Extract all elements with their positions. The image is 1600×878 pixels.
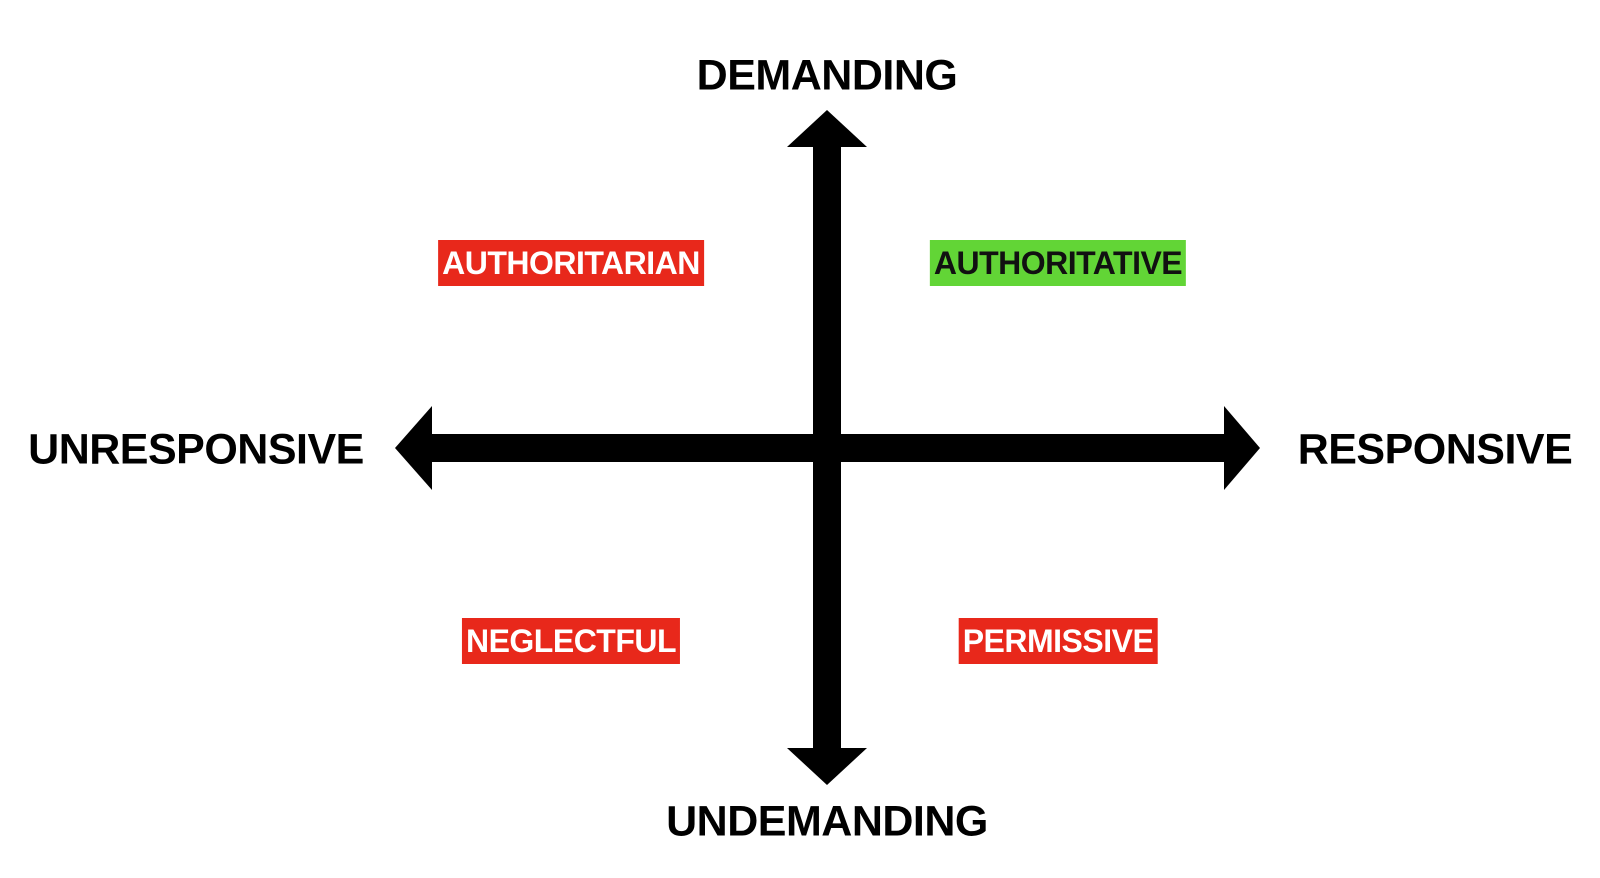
arrow-up-icon: [787, 110, 867, 147]
quadrant-badge-authoritarian: AUTHORITARIAN: [438, 240, 704, 286]
axis-label-demanding: DEMANDING: [696, 51, 958, 100]
axis-label-unresponsive: UNRESPONSIVE: [28, 425, 364, 474]
horizontal-axis-line: [428, 434, 1228, 462]
arrow-left-icon: [395, 406, 432, 490]
arrow-right-icon: [1224, 406, 1260, 490]
quadrant-badge-authoritative: AUTHORITATIVE: [929, 240, 1187, 286]
quadrant-badge-neglectful: NEGLECTFUL: [461, 618, 681, 664]
arrow-down-icon: [787, 748, 867, 785]
axis-label-undemanding: UNDEMANDING: [666, 797, 988, 846]
axis-label-responsive: RESPONSIVE: [1297, 425, 1573, 474]
quadrant-badge-permissive: PERMISSIVE: [958, 618, 1158, 664]
